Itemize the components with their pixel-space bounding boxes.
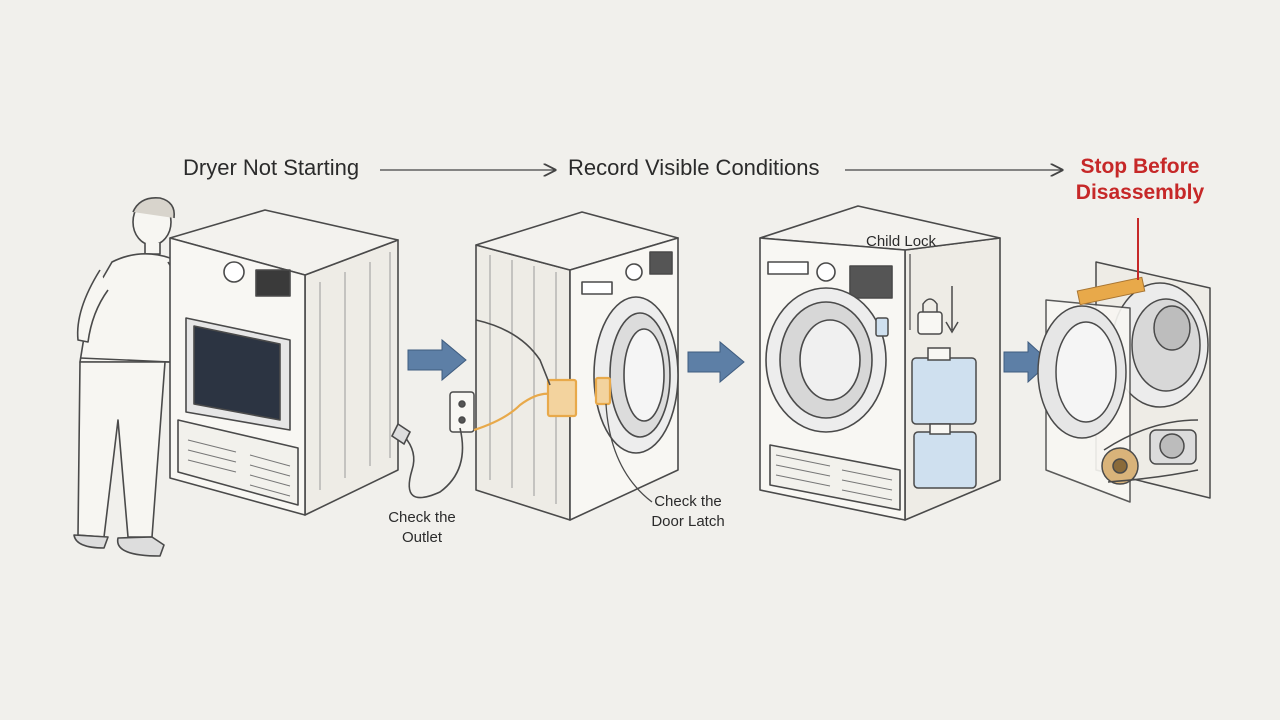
callout-check-outlet: Check the Outlet (378, 508, 466, 548)
dryer-unit-1 (169, 209, 399, 516)
door-latch-highlight (473, 376, 612, 432)
callout-child-lock: Child Lock (866, 233, 937, 250)
step-label-dryer-not-starting: Dryer Not Starting (183, 155, 360, 180)
washer-unit-2 (475, 211, 679, 521)
child-lock-icon (875, 286, 959, 337)
step-label-record-conditions: Record Visible Conditions (568, 155, 820, 180)
door-callout-line1: Check the (654, 493, 722, 510)
disassembled-dryer (1037, 261, 1211, 503)
wall-outlet (449, 391, 475, 433)
stop-label-line2: Disassembly (1075, 181, 1205, 204)
outlet-callout-line1: Check the (388, 509, 456, 526)
outlet-callout-line2: Outlet (401, 529, 443, 546)
step-arrow-2 (687, 340, 745, 384)
door-callout-line2: Door Latch (651, 513, 725, 530)
callout-check-door-latch: Check the Door Latch (640, 492, 736, 532)
step-label-stop-before-disassembly: Stop Before Disassembly (1070, 154, 1210, 206)
door-latch-pointer (475, 319, 653, 503)
stop-label-line1: Stop Before (1080, 155, 1200, 178)
water-tanks (911, 347, 977, 489)
step-arrow-1 (407, 338, 467, 382)
disassembly-highlight (1076, 276, 1146, 306)
power-cord (390, 422, 464, 499)
